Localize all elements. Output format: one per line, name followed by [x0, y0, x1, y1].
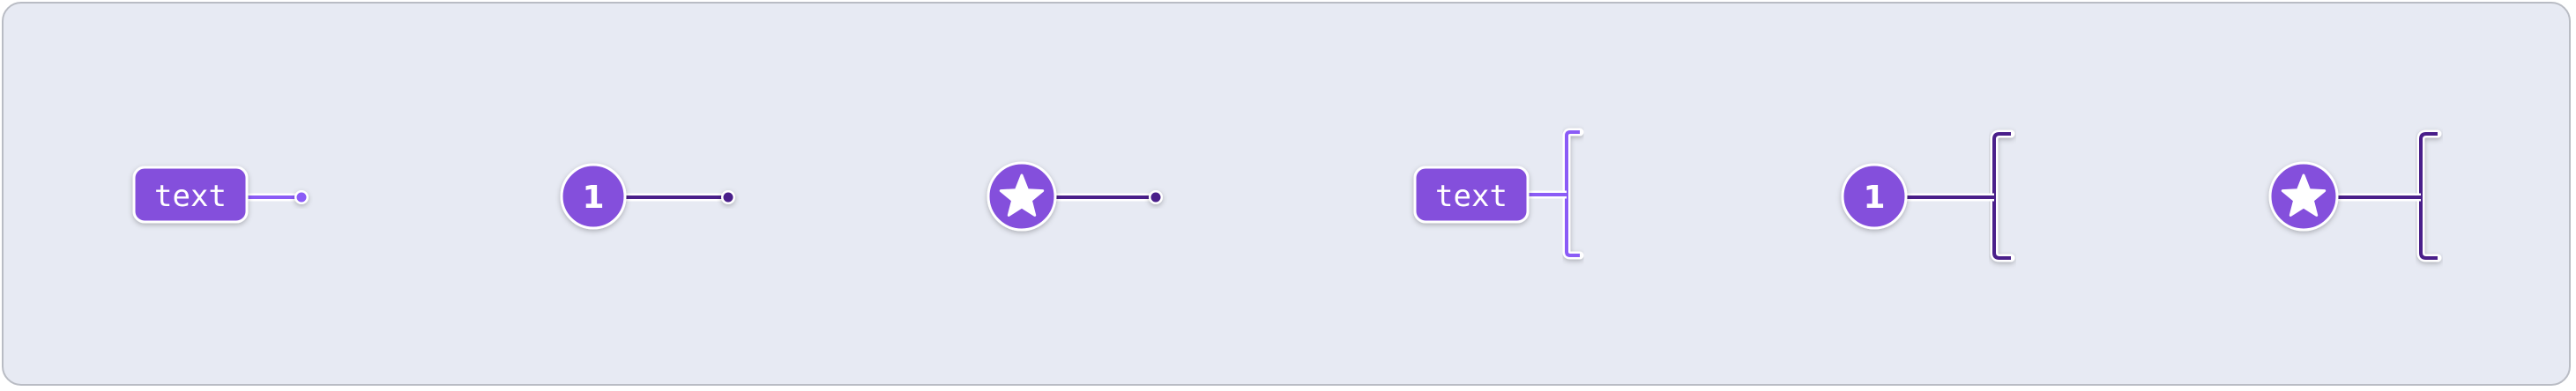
number-circle-bracket-annotation: 1 — [1841, 129, 2015, 262]
text-badge-label: text — [1435, 179, 1508, 214]
text-badge-dot-annotation: text — [132, 166, 309, 224]
text-badge — [1413, 166, 1530, 224]
text-badge-label: text — [154, 179, 227, 214]
star-icon — [999, 173, 1045, 217]
text-badge-bracket-annotation: text — [1413, 128, 1584, 260]
number-circle — [560, 163, 627, 230]
icon-circle-bracket-annotation — [2268, 129, 2442, 262]
number-circle — [1841, 163, 1908, 230]
number-label: 1 — [582, 180, 604, 216]
star-icon — [2281, 173, 2327, 217]
text-badge — [132, 166, 249, 224]
number-label: 1 — [1863, 180, 1885, 216]
annotation-panel — [2, 2, 2571, 386]
icon-circle-dot-annotation — [986, 161, 1163, 232]
number-circle-dot-annotation: 1 — [560, 163, 735, 230]
